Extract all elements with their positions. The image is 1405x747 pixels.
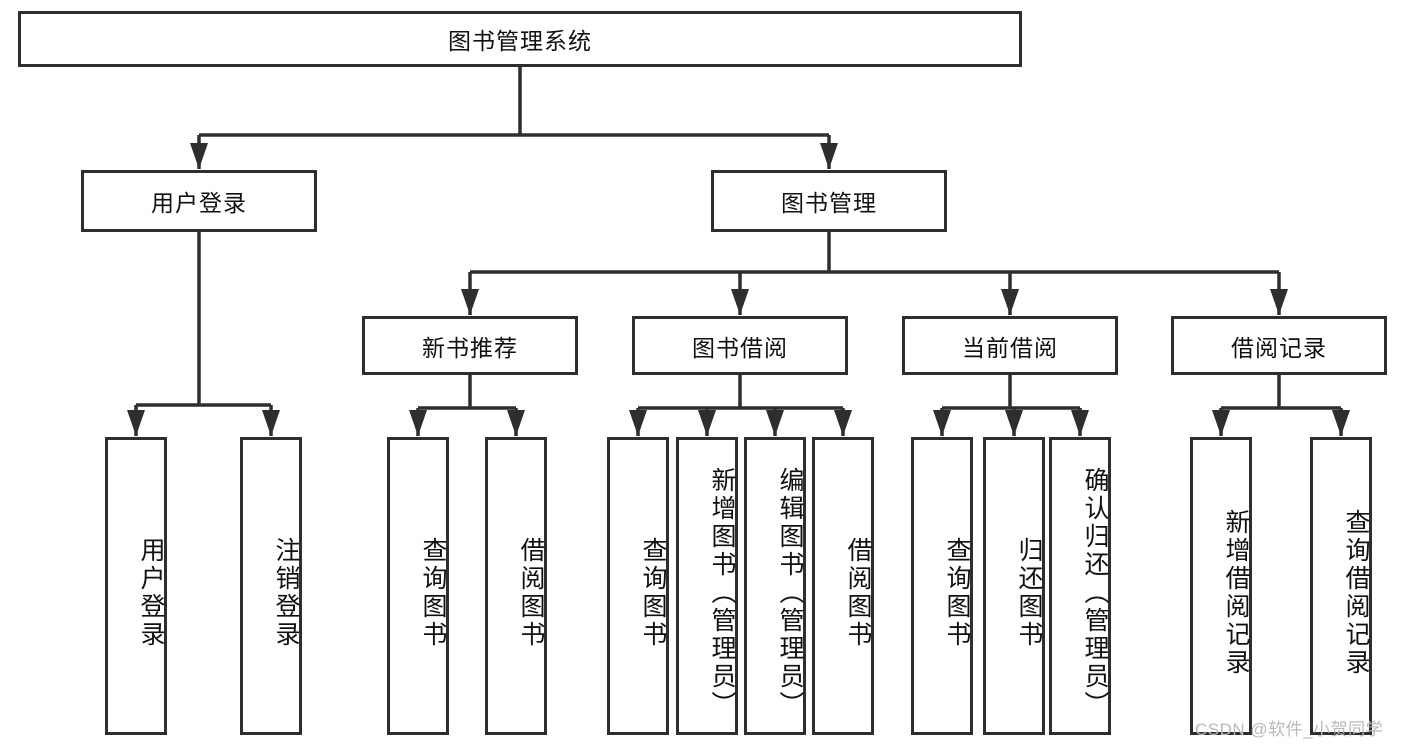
flow-node-label: 用户登录 [137, 537, 165, 649]
arrowhead-2-0 [127, 410, 145, 436]
flow-node-label: 借阅图书 [844, 537, 872, 649]
arrowhead-4-1 [698, 410, 716, 436]
flow-node-root: 图书管理系统 [18, 11, 1022, 67]
arrowhead-6-1 [1332, 410, 1350, 436]
flow-node-label: 用户登录 [151, 190, 247, 216]
flow-node-label: 当前借阅 [962, 334, 1058, 361]
flow-node-l3d: 借阅记录 [1171, 316, 1387, 375]
arrowhead-5-1 [1005, 410, 1023, 436]
arrowhead-0-1 [820, 143, 838, 169]
flow-node-b2: 新增图书（管理员） [676, 437, 738, 735]
arrowhead-5-0 [933, 410, 951, 436]
arrowhead-4-2 [766, 410, 784, 436]
flow-node-label: 新增借阅记录 [1222, 509, 1250, 677]
flow-node-label: 查询借阅记录 [1342, 509, 1370, 677]
flow-node-c2: 归还图书 [983, 437, 1045, 735]
flow-node-label: 图书管理 [781, 190, 877, 216]
flow-node-label: 编辑图书（管理员） [776, 467, 804, 719]
flow-node-b3: 编辑图书（管理员） [744, 437, 806, 735]
flow-node-label: 确认归还（管理员） [1081, 467, 1109, 719]
csdn-watermark: CSDN @软件_小贺同学 [1195, 720, 1384, 739]
flow-node-label: 图书借阅 [692, 334, 788, 361]
arrowhead-6-0 [1212, 410, 1230, 436]
flow-node-l3b: 图书借阅 [632, 316, 848, 375]
arrowhead-5-2 [1071, 410, 1089, 436]
flow-node-l3a: 新书推荐 [362, 316, 578, 375]
flow-node-r2: 查询借阅记录 [1310, 437, 1372, 735]
arrowhead-1-3 [1270, 289, 1288, 315]
flow-node-b4: 借阅图书 [812, 437, 874, 735]
flow-node-label: 归还图书 [1015, 537, 1043, 649]
flow-node-label: 借阅记录 [1231, 334, 1327, 361]
arrowhead-3-1 [507, 410, 525, 436]
flow-node-l2b: 图书管理 [711, 170, 947, 232]
flow-node-label: 查询图书 [639, 537, 667, 649]
flow-node-n2: 借阅图书 [485, 437, 547, 735]
flow-node-c3: 确认归还（管理员） [1049, 437, 1111, 735]
arrowhead-4-0 [629, 410, 647, 436]
arrowhead-2-1 [262, 410, 280, 436]
flow-node-u2: 注销登录 [240, 437, 302, 735]
flow-node-c1: 查询图书 [911, 437, 973, 735]
flow-node-label: 注销登录 [272, 537, 300, 649]
flow-node-r1: 新增借阅记录 [1190, 437, 1252, 735]
flow-node-l3c: 当前借阅 [902, 316, 1118, 375]
arrowhead-0-0 [190, 143, 208, 169]
arrowhead-4-3 [834, 410, 852, 436]
arrowhead-1-0 [461, 289, 479, 315]
arrowhead-3-0 [409, 410, 427, 436]
flow-node-label: 新增图书（管理员） [708, 467, 736, 719]
flow-node-label: 新书推荐 [422, 334, 518, 361]
flow-node-label: 图书管理系统 [448, 28, 592, 54]
flow-node-b1: 查询图书 [607, 437, 669, 735]
arrowhead-1-2 [1001, 289, 1019, 315]
flow-node-label: 查询图书 [419, 537, 447, 649]
flow-node-u1: 用户登录 [105, 437, 167, 735]
flow-node-l2a: 用户登录 [81, 170, 317, 232]
flow-node-label: 查询图书 [943, 537, 971, 649]
arrowhead-1-1 [731, 289, 749, 315]
flow-node-label: 借阅图书 [517, 537, 545, 649]
flow-node-n1: 查询图书 [387, 437, 449, 735]
